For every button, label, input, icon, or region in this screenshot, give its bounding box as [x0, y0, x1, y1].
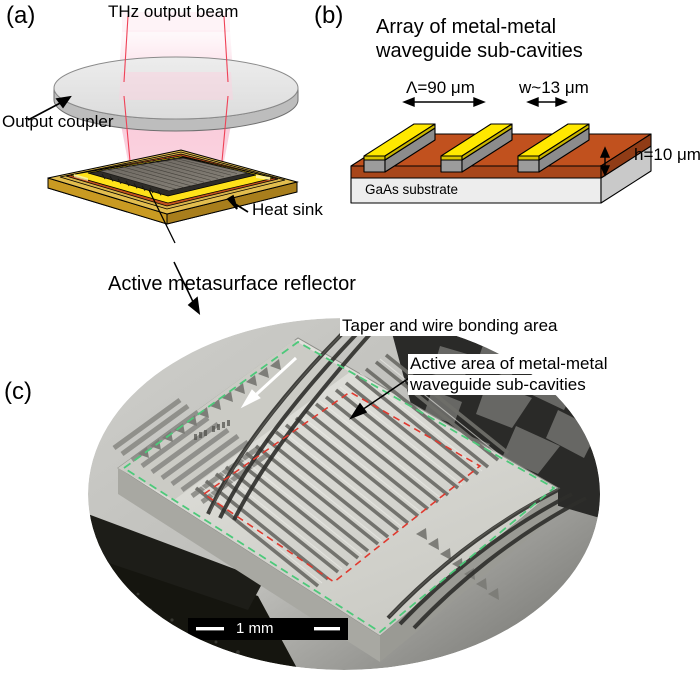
waveguide-array-3d [350, 123, 652, 204]
panel-a-label: (a) [6, 2, 36, 29]
scale-bar [188, 618, 348, 640]
panel-a-arrows [27, 95, 249, 315]
thz-output-beam-label: THz output beam [108, 2, 239, 21]
panel-b-title-line2: waveguide sub-cavities [376, 40, 583, 62]
panel-b-label: (b) [314, 2, 344, 29]
taper-wire-bonding-label: Taper and wire bonding area [340, 316, 560, 336]
dimension-period-label: Λ=90 μm [406, 78, 475, 97]
active-area-label-line2: waveguide sub-cavities [408, 375, 588, 395]
panel-b-dimension-arrows [402, 96, 611, 177]
red-active-area-dashed [202, 391, 482, 583]
green-boundary-dashed [122, 340, 556, 634]
scale-bar-label: 1 mm [236, 620, 274, 637]
gaas-substrate-label: GaAs substrate [365, 182, 459, 197]
cavity-rays [123, 15, 229, 173]
active-area-label-line1: Active area of metal-metal [408, 354, 610, 374]
heat-sink-label: Heat sink [252, 200, 323, 219]
panel-b-title-line1: Array of metal-metal [376, 16, 557, 38]
output-coupler-label: Output coupler [2, 112, 114, 131]
output-coupler-disc [53, 56, 299, 132]
active-metasurface-reflector-label: Active metasurface reflector [108, 273, 356, 295]
dimension-height-label: h=10 μm [634, 145, 700, 164]
taper-white-arrow [240, 356, 298, 409]
heat-sink-assembly [47, 149, 299, 225]
panel-c-label: (c) [4, 378, 32, 405]
dimension-width-label: w~13 μm [519, 78, 589, 97]
